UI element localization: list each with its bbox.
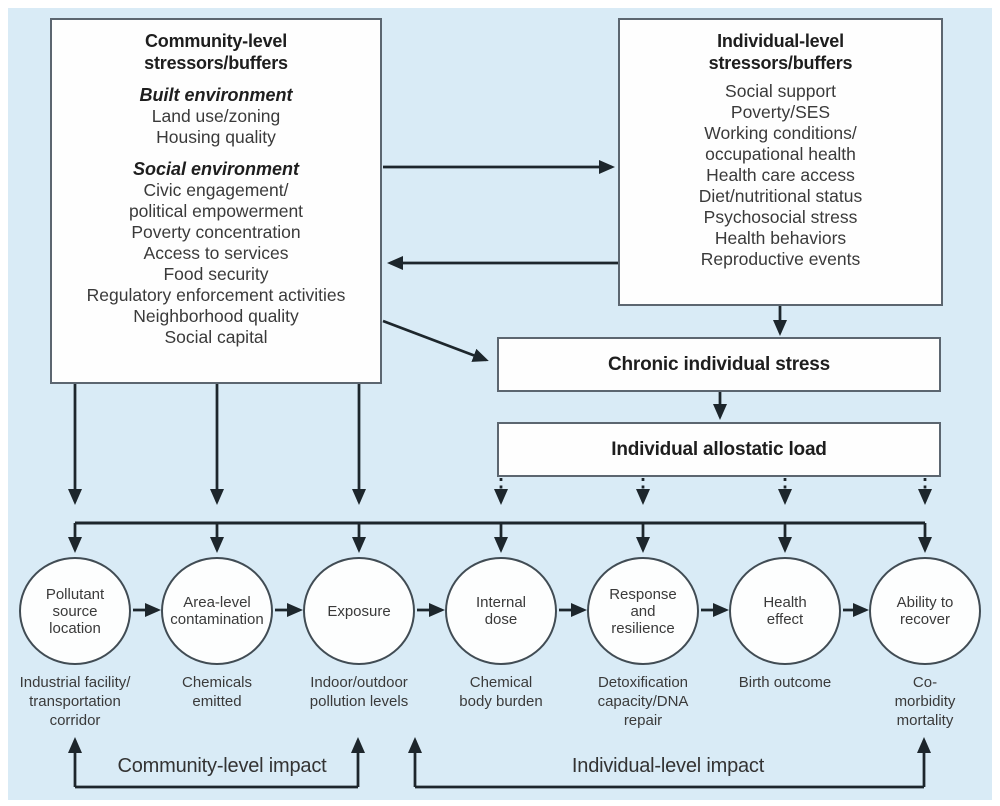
label-co-morbidity-mortality: Co-morbidity mortality — [894, 674, 956, 729]
individual-allostatic-load-label: Individual allostatic load — [611, 438, 827, 460]
built-environment-items: Land use/zoning Housing quality — [151, 106, 281, 147]
individual-box-title: Individual-level stressors/buffers — [708, 31, 853, 73]
label-chemicals-emitted: Chemicals emitted — [181, 674, 253, 710]
label-detoxification-capacity: Detoxification capacity/DNA repair — [597, 674, 689, 729]
circle-internal-dose: Internal dose — [445, 557, 557, 665]
social-environment-heading: Social environment — [132, 159, 300, 179]
individual-allostatic-load-box: Individual allostatic load — [497, 422, 941, 477]
circle-ability-to-recover: Ability to recover — [869, 557, 981, 665]
circle-pollutant-source-location: Pollutant source location — [19, 557, 131, 665]
community-box-title: Community-level stressors/buffers — [144, 31, 288, 73]
individual-box-items: Social support Poverty/SES Working condi… — [698, 81, 863, 269]
built-environment-group: Built environment Land use/zoning Housin… — [52, 85, 380, 148]
circle-response-and-resilience: Response and resilience — [587, 557, 699, 665]
circle-area-level-contamination: Area-level contamination — [161, 557, 273, 665]
built-environment-heading: Built environment — [139, 85, 293, 105]
label-chemical-body-burden: Chemical body burden — [459, 674, 543, 710]
chronic-individual-stress-box: Chronic individual stress — [497, 337, 941, 392]
label-industrial-facility: Industrial facility/ transportation corr… — [19, 674, 131, 729]
circle-health-effect: Health effect — [729, 557, 841, 665]
chronic-individual-stress-label: Chronic individual stress — [608, 353, 830, 375]
social-environment-group: Social environment Civic engagement/ pol… — [52, 159, 380, 348]
community-stressors-box: Community-level stressors/buffers Built … — [50, 18, 382, 384]
social-environment-items: Civic engagement/ political empowerment … — [86, 180, 346, 347]
label-indoor-outdoor-pollution: Indoor/outdoor pollution levels — [309, 674, 409, 710]
individual-stressors-box: Individual-level stressors/buffers Socia… — [618, 18, 943, 306]
individual-level-impact-label: Individual-level impact — [571, 755, 765, 777]
circle-exposure: Exposure — [303, 557, 415, 665]
label-birth-outcome: Birth outcome — [738, 674, 832, 691]
community-level-impact-label: Community-level impact — [117, 755, 327, 777]
